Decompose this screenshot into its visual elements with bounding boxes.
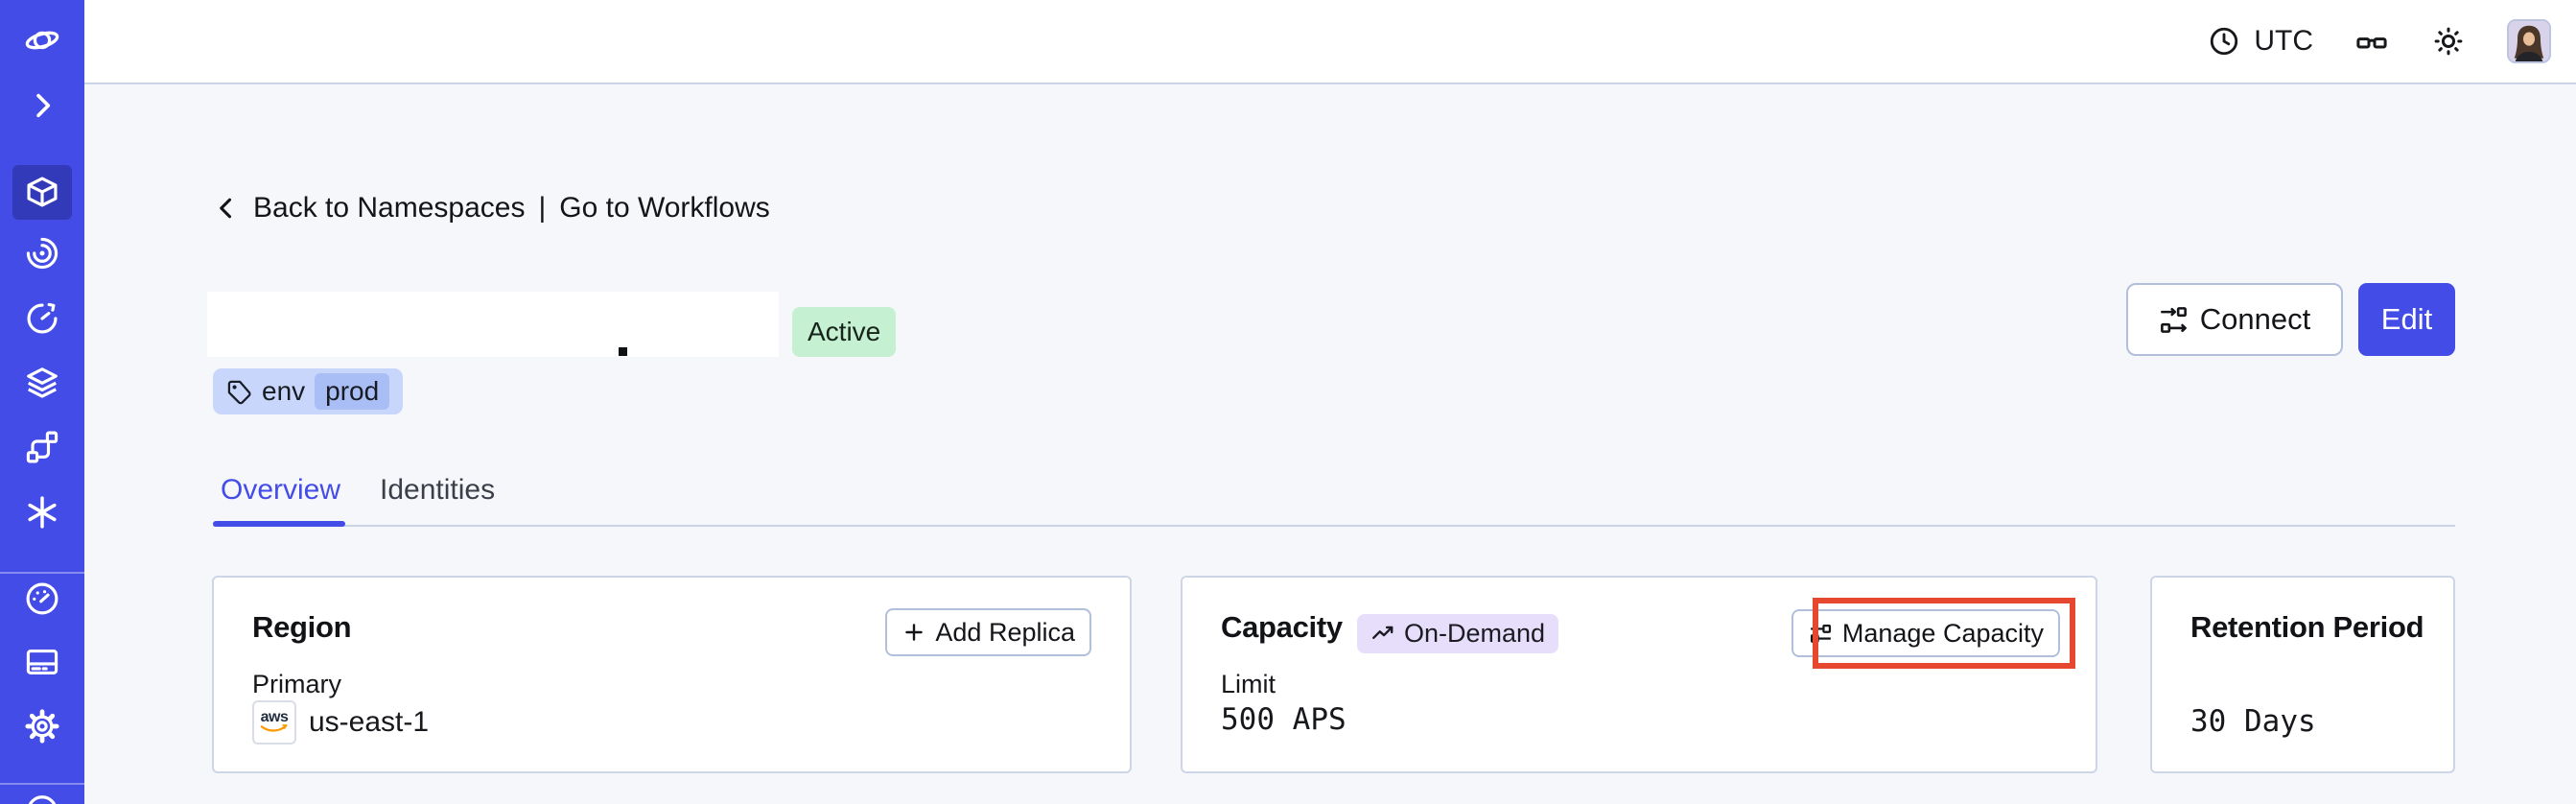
plus-icon bbox=[902, 620, 926, 645]
connect-button[interactable]: Connect bbox=[2126, 283, 2343, 356]
primary-region-row: aws us-east-1 bbox=[252, 700, 429, 745]
edit-button-label: Edit bbox=[2380, 302, 2433, 336]
trending-up-icon bbox=[1370, 622, 1395, 647]
status-badge-label: Active bbox=[808, 317, 881, 346]
breadcrumb-workflows-link[interactable]: Go to Workflows bbox=[559, 192, 770, 224]
aws-logo-text: aws bbox=[260, 709, 289, 725]
tag-value: prod bbox=[315, 373, 390, 410]
active-tab-underline bbox=[213, 521, 345, 527]
sliders-icon bbox=[1808, 621, 1834, 647]
sidebar-item-schedules[interactable] bbox=[24, 300, 60, 337]
primary-label: Primary bbox=[252, 670, 341, 698]
sidebar-item-settings[interactable] bbox=[24, 708, 60, 745]
region-card: Region Add Replica Primary aws us-east-1 bbox=[212, 576, 1132, 773]
sidebar-divider bbox=[0, 572, 84, 574]
manage-capacity-label: Manage Capacity bbox=[1841, 618, 2044, 648]
redacted-namespace-title bbox=[207, 292, 779, 357]
add-replica-label: Add Replica bbox=[935, 617, 1075, 647]
clock-icon bbox=[2206, 23, 2242, 59]
topbar: UTC bbox=[84, 0, 2576, 84]
breadcrumb-separator: | bbox=[538, 192, 547, 224]
sidebar-item-workflows[interactable] bbox=[24, 235, 60, 272]
status-badge: Active bbox=[792, 307, 897, 357]
sidebar-item-nexus[interactable] bbox=[24, 494, 60, 531]
retention-card: Retention Period 30 Days bbox=[2150, 576, 2455, 773]
on-demand-badge-label: On-Demand bbox=[1404, 619, 1546, 648]
temporal-logo-icon[interactable] bbox=[24, 22, 60, 59]
sidebar-item-batch-operations[interactable] bbox=[24, 429, 60, 465]
namespace-tag-chip: env prod bbox=[213, 368, 404, 414]
region-card-title: Region bbox=[252, 610, 352, 644]
sidebar-item-deployments[interactable] bbox=[24, 365, 60, 401]
breadcrumb: Back to Namespaces | Go to Workflows bbox=[213, 192, 770, 225]
tab-identities[interactable]: Identities bbox=[380, 474, 496, 506]
redaction-artifact-dot bbox=[619, 347, 627, 356]
manage-capacity-button[interactable]: Manage Capacity bbox=[1791, 609, 2060, 657]
add-replica-button[interactable]: Add Replica bbox=[885, 608, 1091, 656]
capacity-card-title: Capacity bbox=[1221, 610, 1343, 644]
capacity-card: Capacity On-Demand Manage Capacity bbox=[1181, 576, 2097, 773]
tab-overview[interactable]: Overview bbox=[221, 474, 341, 506]
timezone-label: UTC bbox=[2254, 25, 2313, 57]
expand-sidebar-chevron-icon[interactable] bbox=[24, 87, 60, 124]
retention-value: 30 Days bbox=[2190, 704, 2316, 739]
user-avatar[interactable] bbox=[2507, 19, 2551, 63]
sidebar-divider bbox=[0, 783, 84, 785]
on-demand-badge: On-Demand bbox=[1357, 614, 1559, 653]
sidebar-item-usage[interactable] bbox=[24, 580, 60, 617]
region-value: us-east-1 bbox=[309, 706, 430, 738]
tag-icon bbox=[226, 379, 252, 405]
theme-toggle-sun-icon[interactable] bbox=[2430, 23, 2467, 59]
breadcrumb-back-link[interactable]: Back to Namespaces bbox=[253, 192, 526, 224]
limit-value: 500 APS bbox=[1221, 702, 1347, 737]
edit-button[interactable]: Edit bbox=[2358, 283, 2455, 356]
tabs-divider-line bbox=[213, 525, 2455, 527]
timezone-selector[interactable]: UTC bbox=[2206, 23, 2313, 59]
aws-provider-icon: aws bbox=[252, 700, 296, 745]
sidebar-item-support[interactable] bbox=[24, 792, 60, 804]
back-chevron-icon[interactable] bbox=[213, 195, 240, 222]
connect-button-label: Connect bbox=[2199, 302, 2311, 336]
sidebar-item-billing[interactable] bbox=[24, 644, 60, 680]
connect-icon bbox=[2159, 305, 2189, 335]
limit-label: Limit bbox=[1221, 670, 1276, 698]
glasses-labs-icon[interactable] bbox=[2354, 23, 2390, 59]
sidebar-item-namespaces[interactable] bbox=[24, 174, 60, 210]
sidebar bbox=[0, 0, 84, 804]
tag-key: env bbox=[262, 376, 306, 406]
retention-card-title: Retention Period bbox=[2190, 610, 2424, 644]
